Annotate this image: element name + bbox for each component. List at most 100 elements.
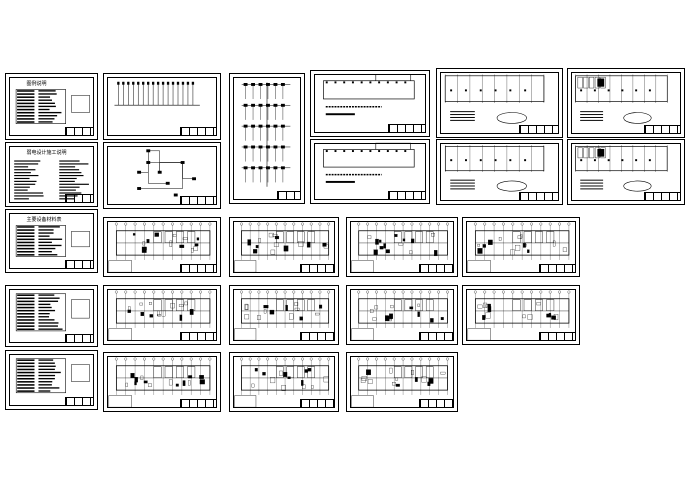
title-block (538, 264, 576, 273)
riser-diagram-1 (103, 73, 221, 140)
sheet-frame (233, 356, 335, 408)
title-block (388, 191, 426, 200)
sheet-frame (107, 356, 217, 408)
sheet-drawing (15, 225, 90, 257)
sheet-frame (9, 289, 94, 343)
title-block (179, 264, 217, 273)
notes-sheet: 弱电设计施工说明 (5, 142, 98, 207)
sheet-frame (571, 143, 681, 201)
floor-plan-5 (103, 285, 221, 345)
floor-plan-4 (462, 217, 580, 277)
sheet-drawing (234, 357, 331, 408)
sheet-drawing (15, 89, 90, 124)
sheet-drawing (108, 290, 212, 341)
large-plan-3 (567, 68, 685, 138)
title-block (179, 127, 217, 136)
title-block (179, 332, 217, 341)
floor-plan-3 (346, 217, 458, 277)
title-block (418, 264, 454, 273)
floor-plan-8 (462, 285, 580, 345)
legend-sheet: 图例说明 (5, 73, 98, 140)
title-block (64, 334, 94, 343)
sheet-frame (233, 77, 301, 200)
title-block (277, 191, 301, 200)
sheet-frame (107, 289, 217, 341)
sheet-drawing (323, 142, 415, 183)
sheet-frame (9, 354, 94, 406)
sheet-frame (466, 221, 576, 273)
title-block (64, 194, 94, 203)
sheet-frame (314, 74, 426, 133)
sheet-drawing (15, 358, 90, 394)
sheet-frame (440, 72, 559, 134)
sheet-drawing (575, 74, 668, 124)
title-block (64, 260, 94, 269)
title-block (519, 192, 559, 201)
large-plan-1 (436, 68, 563, 138)
list-sheet-b (5, 350, 98, 410)
title-block (300, 399, 335, 408)
sheet-drawing (234, 290, 331, 341)
sheet-frame (440, 143, 559, 201)
sheet-drawing (15, 293, 90, 332)
sheet-title: 弱电设计施工说明 (26, 150, 67, 156)
floor-plan-10 (229, 352, 339, 412)
list-sheet-a (5, 285, 98, 347)
title-block (179, 399, 217, 408)
sheet-frame (571, 72, 681, 134)
sheet-drawing (234, 222, 331, 273)
system-diagram-2 (229, 73, 305, 204)
sheet-drawing (114, 81, 200, 106)
title-block (418, 399, 454, 408)
floor-plan-2 (229, 217, 339, 277)
title-block (418, 332, 454, 341)
sheet-title: 主要设备材料表 (26, 217, 62, 223)
title-block (300, 264, 335, 273)
sheet-frame (9, 213, 94, 269)
sheet-drawing (444, 145, 545, 192)
sheet-drawing (444, 74, 545, 124)
sheet-frame (107, 146, 217, 205)
sheet-title: 图例说明 (26, 81, 47, 87)
sheet-drawing (351, 222, 449, 273)
sheet-drawing (323, 73, 415, 116)
floor-plan-7 (346, 285, 458, 345)
floor-plan-6 (229, 285, 339, 345)
sheet-frame (350, 221, 454, 273)
sheet-drawing (351, 357, 449, 408)
title-block (300, 332, 335, 341)
sheet-frame (233, 289, 335, 341)
title-block (538, 332, 576, 341)
sheet-frame (350, 356, 454, 408)
sheet-frame (107, 77, 217, 136)
title-block (64, 397, 94, 406)
sheet-drawing (467, 222, 571, 273)
sheet-drawing (137, 149, 196, 197)
sheet-frame (107, 221, 217, 273)
title-block (643, 192, 681, 201)
sheet-frame (350, 289, 454, 341)
large-plan-4 (567, 139, 685, 205)
title-block (64, 127, 94, 136)
large-plan-2 (436, 139, 563, 205)
sheet-drawing (241, 82, 291, 187)
site-plan-1 (310, 70, 430, 137)
title-block (519, 125, 559, 134)
system-diagram-1 (103, 142, 221, 209)
sheet-frame (314, 143, 426, 200)
sheet-drawing (351, 290, 449, 341)
floor-plan-9 (103, 352, 221, 412)
sheet-drawing (108, 357, 212, 408)
floor-plan-11 (346, 352, 458, 412)
sheet-drawing (108, 222, 212, 273)
floor-plan-1 (103, 217, 221, 277)
sheet-frame (9, 77, 94, 136)
sheet-frame (9, 146, 94, 203)
sheet-drawing (575, 145, 668, 192)
title-block (643, 125, 681, 134)
title-block (179, 196, 217, 205)
sheet-frame (233, 221, 335, 273)
sheet-drawing (467, 290, 571, 341)
site-plan-2 (310, 139, 430, 204)
